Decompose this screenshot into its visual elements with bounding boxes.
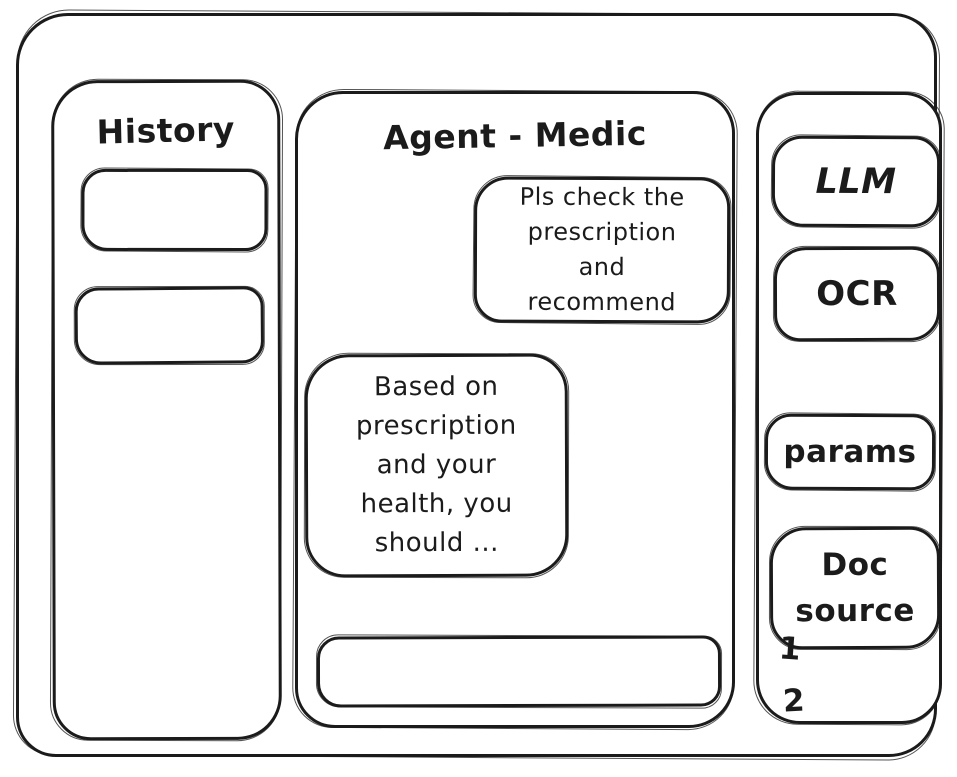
llm-button[interactable]: LLM bbox=[771, 135, 941, 228]
history-sidebar: History bbox=[51, 79, 282, 741]
history-item[interactable] bbox=[81, 168, 268, 252]
history-title: History bbox=[96, 109, 236, 152]
app-frame: History Agent - Medic Pls check the pres… bbox=[16, 13, 942, 757]
chat-input[interactable] bbox=[319, 638, 719, 705]
chat-title: Agent - Medic bbox=[382, 113, 648, 158]
tools-panel: LLM OCR params Doc source 1 2 bbox=[756, 92, 942, 724]
doc-source-item-1[interactable]: 1 bbox=[777, 630, 803, 668]
chat-panel: Agent - Medic Pls check the prescription… bbox=[295, 91, 735, 728]
user-message-bubble: Pls check the prescription and recommend bbox=[473, 176, 731, 324]
ocr-button[interactable]: OCR bbox=[773, 246, 941, 342]
chat-input-bar bbox=[316, 635, 722, 708]
params-button[interactable]: params bbox=[764, 413, 936, 491]
doc-source-item-2[interactable]: 2 bbox=[782, 682, 807, 720]
history-item[interactable] bbox=[74, 286, 265, 365]
assistant-message-bubble: Based on prescription and your health, y… bbox=[304, 353, 569, 578]
